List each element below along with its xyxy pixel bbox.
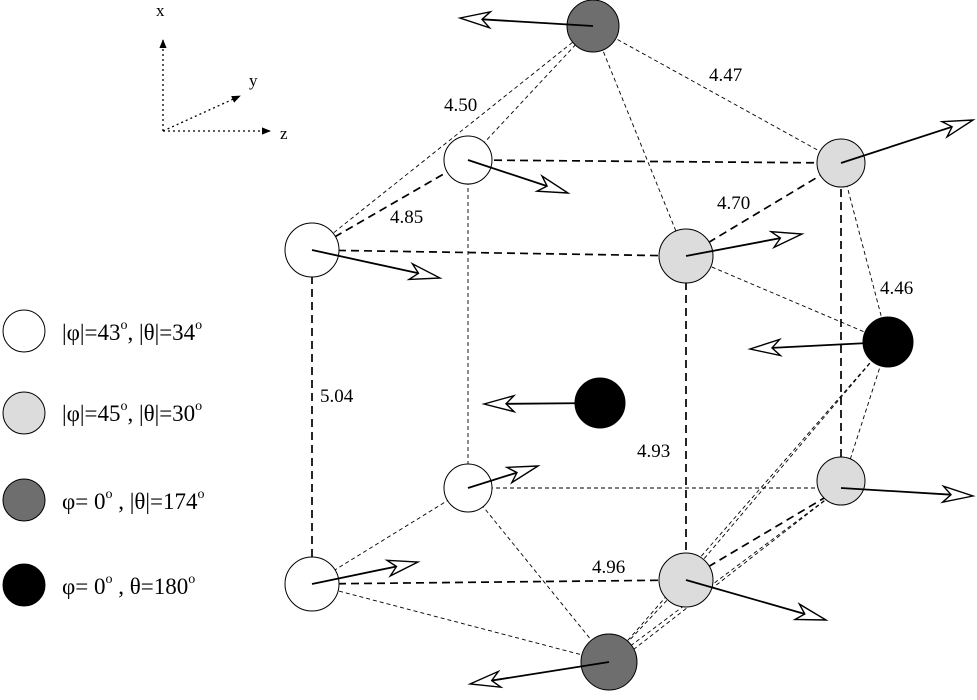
coordinate-axes: x y z: [156, 1, 288, 143]
z-axis-label: z: [280, 124, 288, 143]
legend: |φ|=43o, |θ|=34o |φ|=45o, |θ|=30o φ= 0o …: [2, 309, 204, 607]
spin-arrow-shaft: [311, 565, 397, 585]
legend-item: |φ|=45o, |θ|=30o: [2, 391, 202, 435]
y-axis-arrow: [162, 95, 241, 132]
atom-light-gray-lower-back: [816, 456, 866, 506]
legend-item: φ= 0o , θ=180o: [2, 563, 195, 607]
spin-arrow-shaft: [685, 237, 781, 257]
distance-label-4-96: 4.96: [592, 557, 625, 578]
distance-labels: 4.50 4.47 4.85 4.70 4.46 5.04 4.93 4.96: [320, 65, 913, 578]
legend-swatch-black: [2, 563, 46, 607]
legend-swatch-light-gray: [2, 391, 46, 435]
distance-label-4-85: 4.85: [390, 207, 423, 228]
thick-bond-lines: [311, 159, 842, 585]
spin-arrow-head: [481, 394, 517, 414]
spin-arrow-shaft: [771, 341, 889, 349]
spin-arrow-head: [406, 261, 443, 281]
spin-arrows: [311, 10, 976, 689]
spin-arrow-shaft: [467, 159, 548, 187]
spin-arrow-head: [939, 119, 976, 139]
distance-label-4-50: 4.50: [444, 95, 477, 116]
legend-swatch-white: [2, 309, 46, 353]
spin-arrow-head: [768, 230, 805, 250]
distance-label-4-46: 4.46: [880, 278, 913, 299]
legend-text: |φ|=45o, |θ|=30o: [62, 399, 202, 426]
spin-arrow-head: [747, 338, 783, 357]
spin-arrow-shaft: [481, 18, 594, 27]
distance-label-5-04: 5.04: [320, 386, 354, 407]
spin-arrow-shaft: [467, 471, 518, 489]
x-axis-label: x: [156, 1, 165, 20]
distance-label-4-93: 4.93: [637, 441, 670, 462]
distance-label-4-47: 4.47: [709, 65, 742, 86]
spin-arrow-shaft: [840, 125, 953, 164]
spin-arrow-shaft: [685, 579, 806, 615]
spin-arrow-shaft: [505, 402, 601, 405]
legend-swatch-dark-gray: [2, 478, 46, 522]
spin-arrow-shaft: [311, 249, 419, 275]
spin-arrow-head: [940, 484, 976, 504]
spin-arrow-head: [792, 602, 829, 621]
spin-arrow-head: [457, 10, 493, 30]
legend-text: φ= 0o , θ=180o: [62, 572, 195, 599]
distance-label-4-70: 4.70: [717, 193, 750, 214]
spin-arrow-shaft: [491, 661, 610, 682]
spin-arrow-head: [504, 465, 541, 485]
spin-arrow-head: [384, 559, 421, 578]
spin-arrow-shaft: [840, 487, 952, 496]
legend-text: φ= 0o , |θ|=174o: [62, 487, 204, 514]
y-axis-label: y: [249, 71, 258, 90]
legend-text: |φ|=43o, |θ|=34o: [62, 318, 202, 345]
spin-arrow-head: [467, 669, 504, 689]
legend-item: φ= 0o , |θ|=174o: [2, 478, 204, 522]
spin-arrow-head: [534, 173, 571, 194]
legend-item: |φ|=43o, |θ|=34o: [2, 309, 202, 353]
